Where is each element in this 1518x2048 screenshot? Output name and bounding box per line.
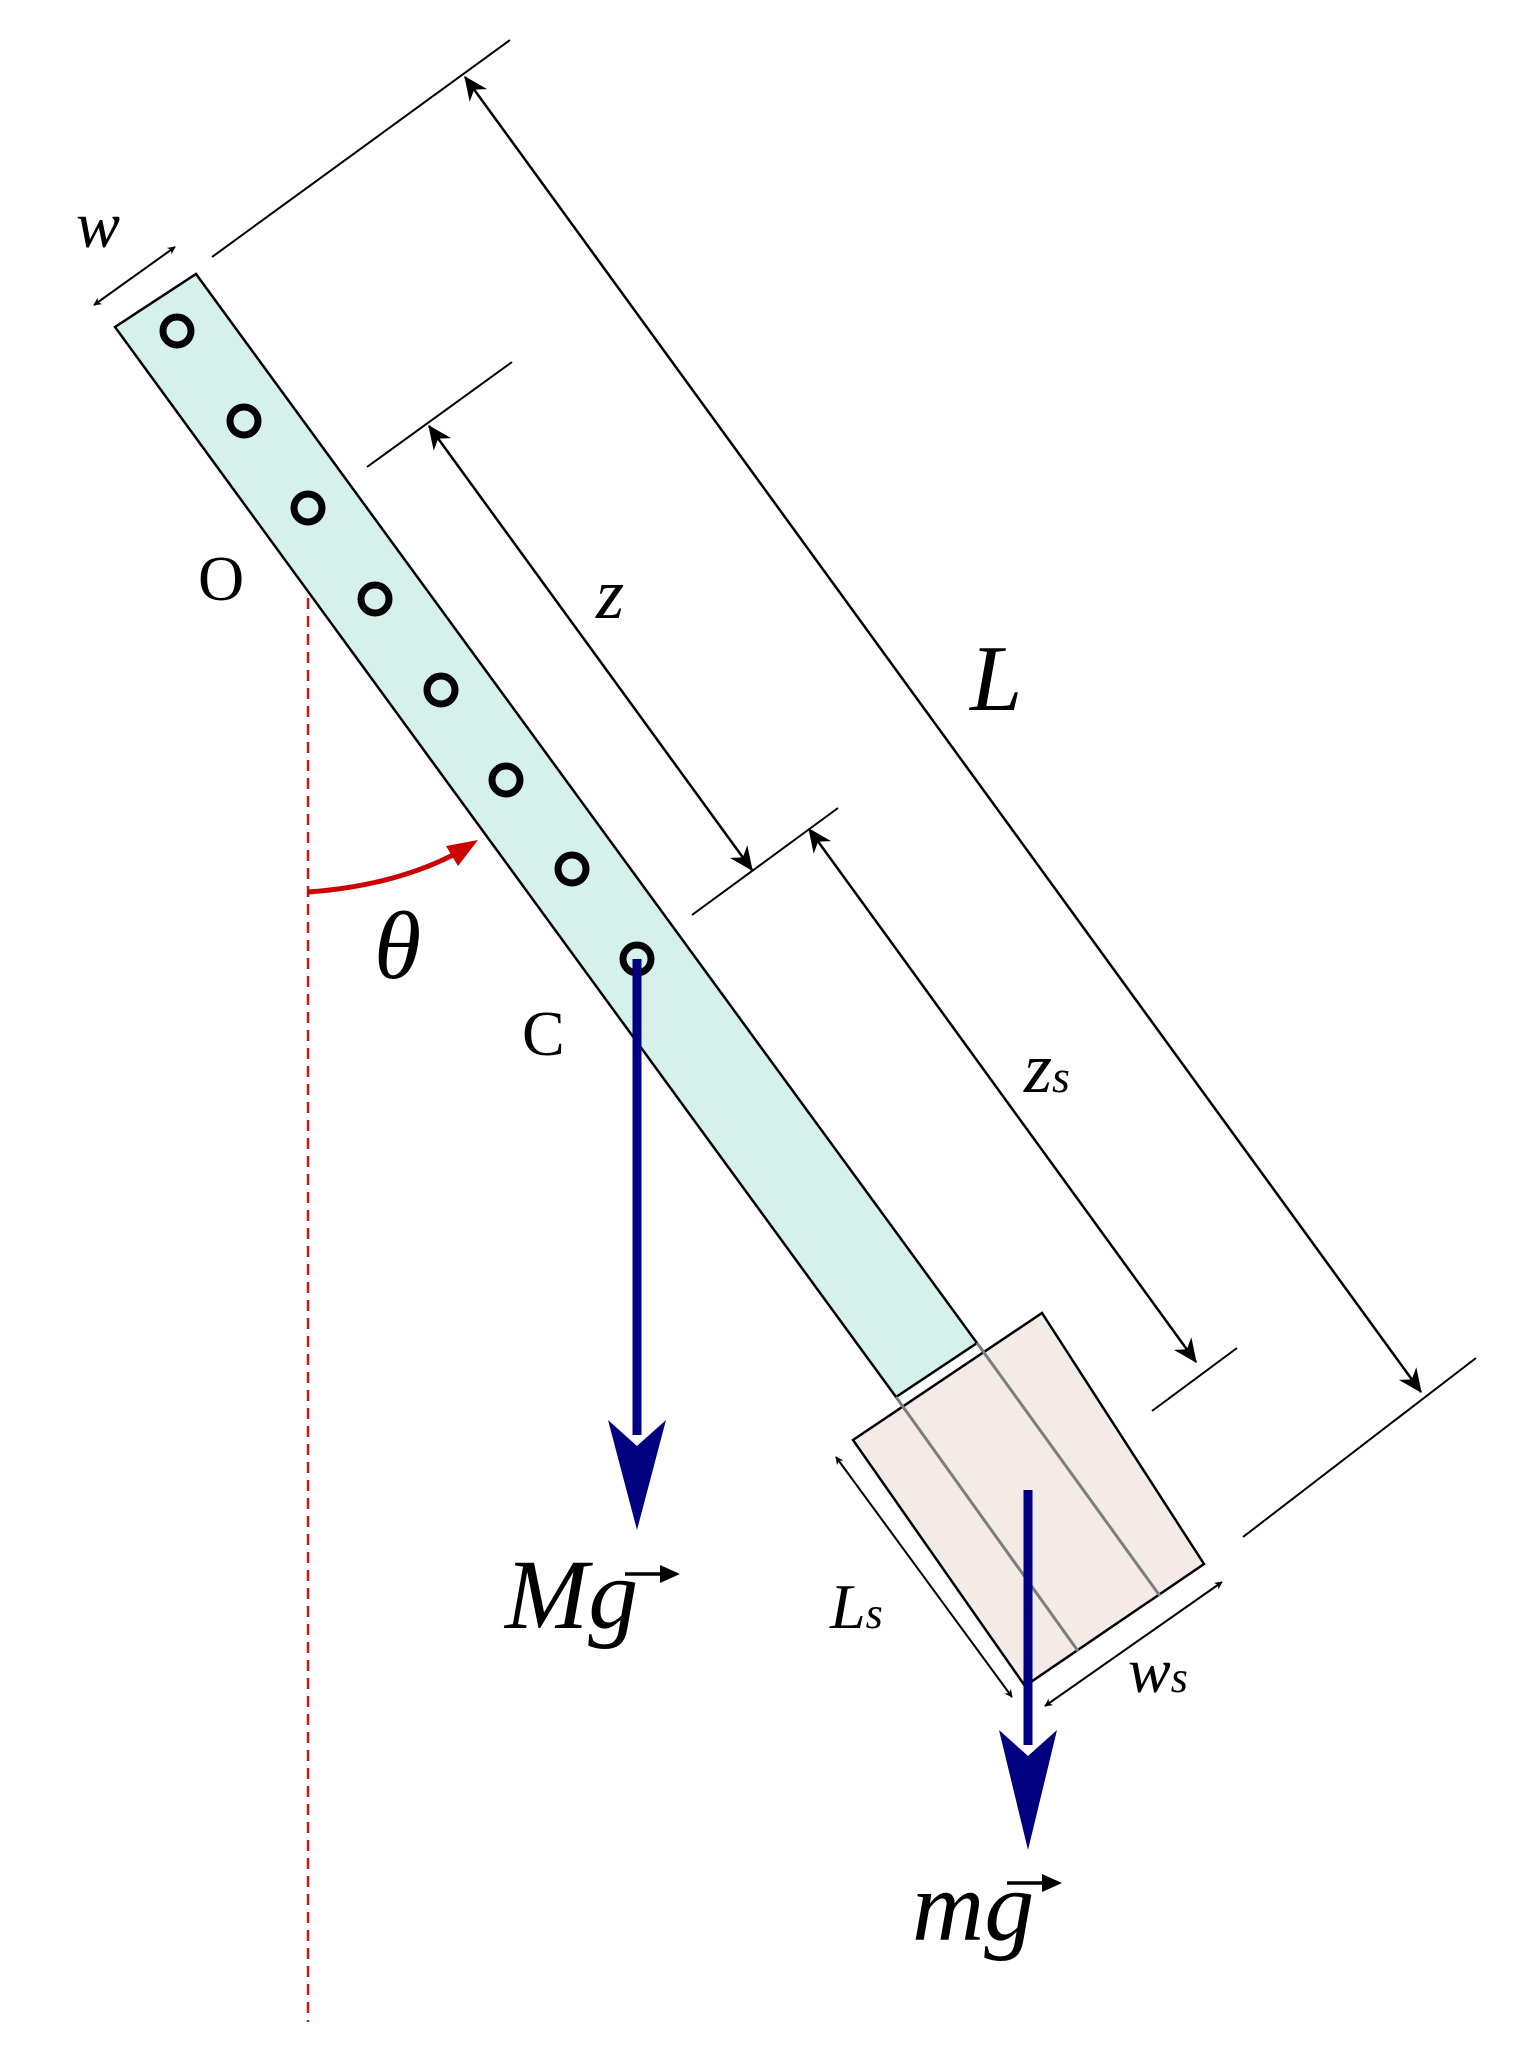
ws-dimension-arrow: [1044, 1581, 1223, 1707]
label-Ls-sub: s: [866, 1589, 883, 1638]
label-w: w: [76, 189, 120, 262]
label-ws: ws: [1128, 1635, 1188, 1706]
Ls-dimension-arrow: [835, 1456, 1013, 1698]
hole: [226, 403, 262, 439]
zs-extension-bottom: [1151, 1347, 1238, 1412]
hole: [159, 313, 195, 349]
z-extension-mid: [691, 807, 839, 916]
label-ws-sub: s: [1171, 1653, 1188, 1702]
label-Mg: Mg: [503, 1539, 638, 1650]
L-extension-bottom: [1242, 1357, 1477, 1538]
theta-angle-arrowhead: [446, 840, 478, 866]
mg-vector-arrow: [1007, 1874, 1062, 1892]
Mg-vector-arrow: [625, 1565, 680, 1583]
label-Ls-main: L: [829, 1571, 866, 1642]
label-C: C: [522, 998, 565, 1069]
L-extension-top: [211, 39, 511, 258]
hole: [357, 581, 393, 617]
mg-force-head: [999, 1730, 1057, 1850]
label-z: z: [595, 554, 624, 634]
label-theta: θ: [374, 892, 421, 999]
z-extension-top: [366, 361, 513, 468]
label-L: L: [968, 627, 1022, 731]
z-dimension-arrow: [427, 425, 754, 871]
Mg-force-head: [608, 1420, 666, 1530]
w-dimension-arrow: [93, 246, 176, 306]
label-mg: mg: [912, 1851, 1034, 1962]
label-ws-main: w: [1128, 1635, 1171, 1706]
zs-dimension-arrow: [807, 828, 1198, 1363]
label-Ls: Ls: [829, 1571, 883, 1642]
L-dimension-arrow: [463, 76, 1423, 1393]
label-O: O: [198, 543, 244, 614]
label-zs: zs: [1023, 1028, 1070, 1108]
label-zs-main: z: [1023, 1028, 1052, 1108]
rod: [113, 272, 979, 1399]
theta-angle-arc: [307, 842, 473, 895]
label-zs-sub: s: [1052, 1051, 1070, 1102]
hole: [290, 490, 326, 526]
